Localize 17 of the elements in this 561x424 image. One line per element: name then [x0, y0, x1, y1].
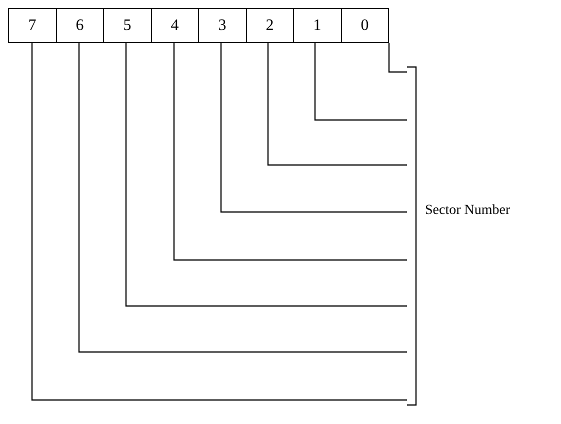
connector-line	[78, 43, 407, 353]
connector-line	[314, 43, 407, 121]
connector-line	[31, 43, 407, 401]
bit-cell: 1	[293, 8, 342, 43]
bit-cell: 6	[56, 8, 104, 43]
bit-cell: 7	[8, 8, 56, 43]
bit-cell: 3	[198, 8, 246, 43]
bit-cell: 4	[150, 8, 199, 43]
connector-line	[125, 43, 407, 307]
connector-line	[220, 43, 407, 213]
connector-line	[173, 43, 407, 261]
bit-cell: 5	[103, 8, 152, 43]
bracket-label: Sector Number	[425, 203, 510, 219]
connector-line	[388, 43, 407, 73]
bit-cell: 0	[340, 8, 389, 43]
connector-line	[267, 43, 407, 166]
bit-cell: 2	[246, 8, 294, 43]
